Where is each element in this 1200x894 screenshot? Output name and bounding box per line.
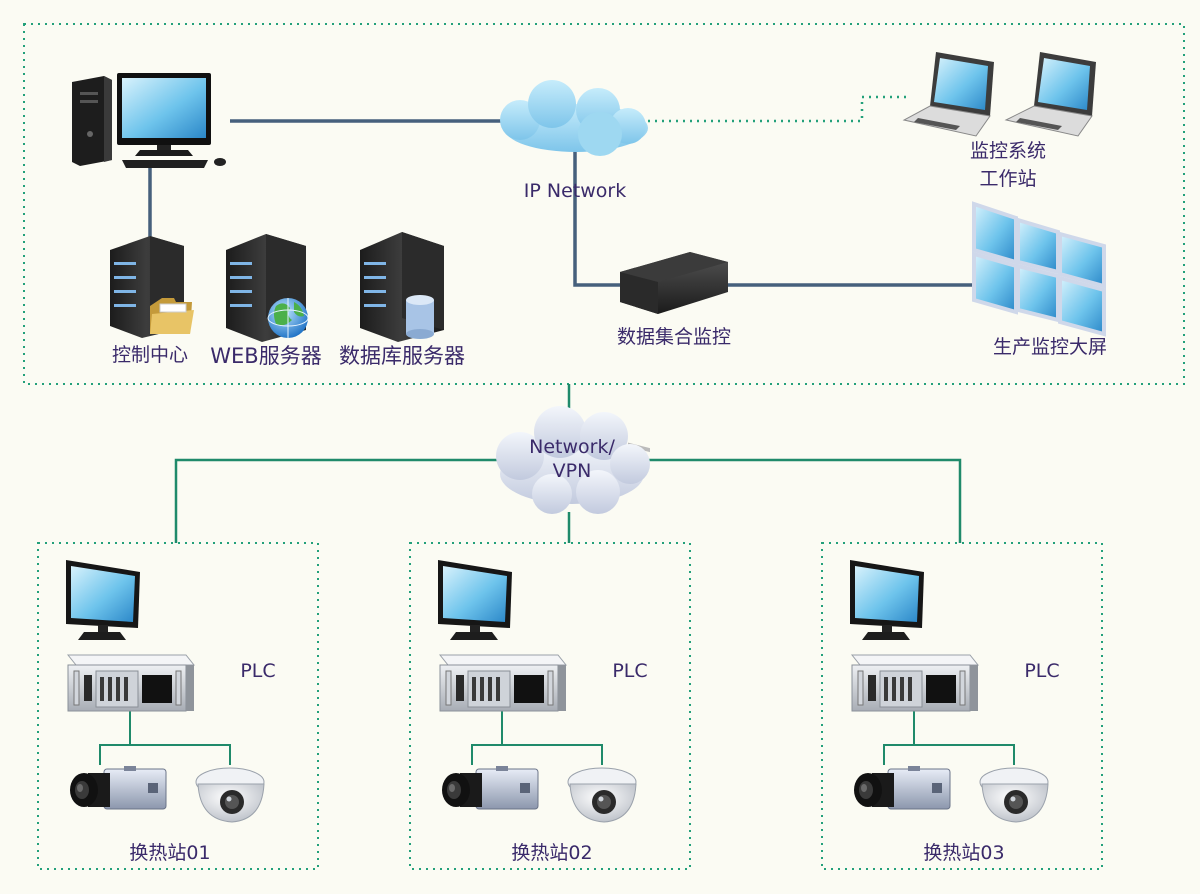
ip-network-label: IP Network <box>523 180 627 202</box>
industrial-pc-icon <box>67 654 195 712</box>
plc-label-01: PLC <box>240 660 276 682</box>
station-02-border <box>409 542 691 870</box>
vpn-links <box>174 384 962 543</box>
station-03-name: 换热站03 <box>923 842 1005 864</box>
dome-camera-icon <box>195 767 265 823</box>
big-screen-label: 生产监控大屏 <box>992 336 1108 358</box>
control-zone-border <box>23 23 1185 385</box>
cloud-vpn-icon <box>496 406 650 514</box>
industrial-pc-icon <box>851 654 979 712</box>
cloud-ip-network-icon <box>500 80 648 156</box>
box-camera-icon <box>441 765 539 810</box>
folder-icon <box>150 298 194 334</box>
station-02-name: 换热站02 <box>511 842 593 864</box>
laptop-icon <box>902 52 994 137</box>
station-02-equipment <box>438 560 637 823</box>
workstation-label-line1: 监控系统 <box>969 140 1047 162</box>
box-camera-icon <box>69 765 167 810</box>
monitor-icon <box>850 560 924 640</box>
desktop-computer-icon <box>72 73 226 168</box>
web-server-label: WEB服务器 <box>210 344 322 368</box>
workstation-dotted-link <box>648 95 910 123</box>
monitor-icon <box>66 560 140 640</box>
data-monitor-label: 数据集合监控 <box>616 326 732 348</box>
storage-box-icon <box>620 252 728 453</box>
top-links <box>148 119 980 287</box>
globe-icon <box>267 298 309 338</box>
monitor-icon <box>438 560 512 640</box>
database-icon <box>406 295 434 339</box>
box-camera-icon <box>853 765 951 810</box>
video-wall-icon <box>972 201 1106 337</box>
db-server-label: 数据库服务器 <box>339 344 465 368</box>
vpn-label-line1: Network/ <box>529 436 615 458</box>
vpn-label-line2: VPN <box>552 460 592 482</box>
control-center-label: 控制中心 <box>111 344 189 366</box>
dome-camera-icon <box>567 767 637 823</box>
workstation-label-line2: 工作站 <box>979 168 1037 190</box>
station-01-name: 换热站01 <box>129 842 211 864</box>
station-03-border <box>821 542 1103 870</box>
station-01-border <box>37 542 319 870</box>
plc-label-03: PLC <box>1024 660 1060 682</box>
dome-camera-icon <box>979 767 1049 823</box>
station-internal-links <box>99 708 1015 765</box>
plc-label-02: PLC <box>612 660 648 682</box>
station-03-equipment <box>850 560 1049 823</box>
laptop-icon <box>1004 52 1096 137</box>
station-01-equipment <box>66 560 265 823</box>
industrial-pc-icon <box>439 654 567 712</box>
